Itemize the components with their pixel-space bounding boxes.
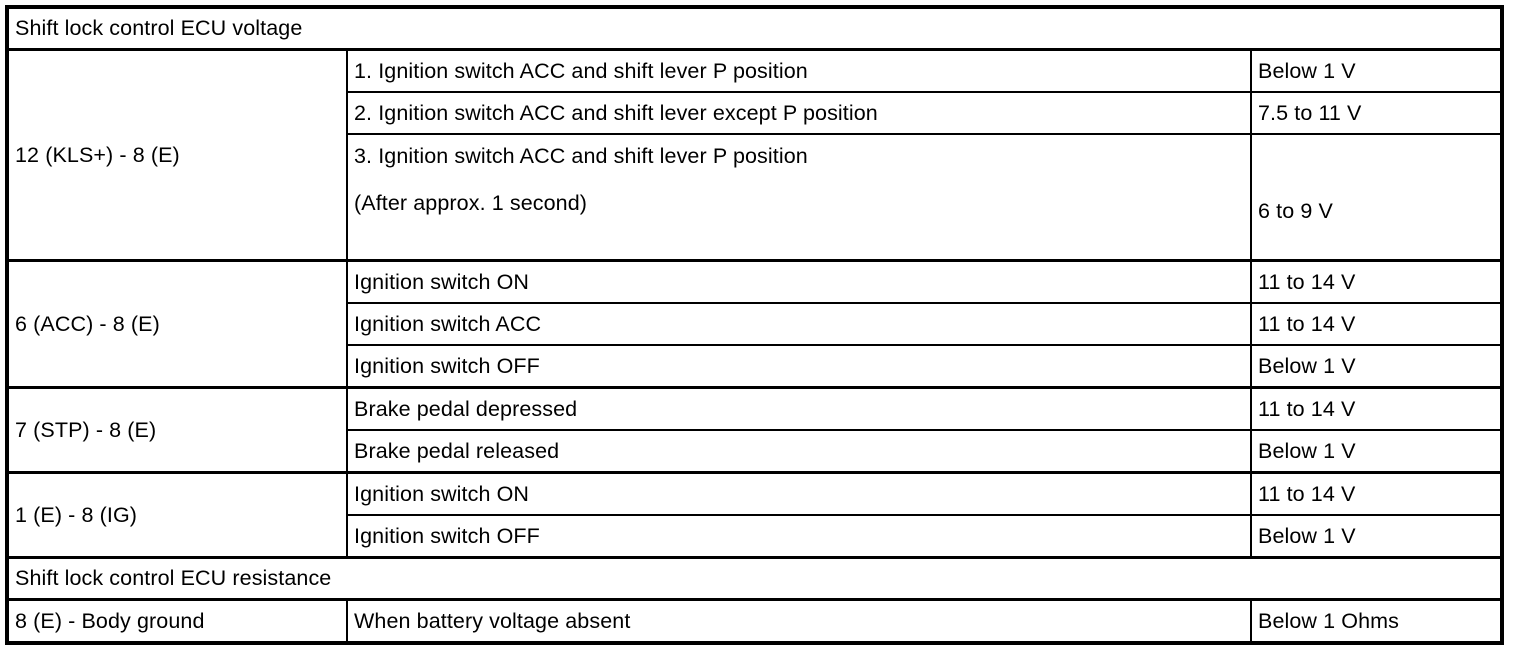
table-row: 2. Ignition switch ACC and shift lever e…: [7, 91, 1504, 135]
value-cell: 6 to 9 V: [1249, 133, 1504, 262]
value-cell: Below 1 V: [1249, 48, 1504, 93]
table-row: 12 (KLS+) - 8 (E)1. Ignition switch ACC …: [6, 48, 1504, 262]
condition-cell: Ignition switch ACC: [346, 302, 1252, 346]
condition-cell: 3. Ignition switch ACC and shift lever P…: [346, 133, 1252, 262]
condition-cell: Brake pedal depressed: [346, 386, 1252, 431]
section-banner: Shift lock control ECU resistance: [5, 556, 1504, 601]
value-cell: 11 to 14 V: [1249, 302, 1504, 346]
condition-cell: 1. Ignition switch ACC and shift lever P…: [346, 48, 1252, 93]
terminal-cell: 7 (STP) - 8 (E): [6, 386, 348, 474]
condition-cell: Ignition switch OFF: [346, 344, 1252, 389]
section-banner: Shift lock control ECU voltage: [5, 5, 1504, 51]
condition-cell: Ignition switch ON: [346, 259, 1252, 304]
value-cell: 7.5 to 11 V: [1249, 91, 1504, 135]
value-cell: 11 to 14 V: [1249, 471, 1504, 516]
condition-cell: Ignition switch ON: [346, 471, 1252, 516]
condition-cell: Brake pedal released: [346, 429, 1252, 474]
section-banner-row: Shift lock control ECU resistance: [5, 556, 1504, 601]
value-cell: 11 to 14 V: [1249, 259, 1504, 304]
value-cell: Below 1 Ohms: [1249, 598, 1504, 644]
value-cell: Below 1 V: [1249, 514, 1504, 559]
condition-cell: 2. Ignition switch ACC and shift lever e…: [346, 91, 1252, 135]
table-row: 3. Ignition switch ACC and shift lever P…: [7, 133, 1504, 262]
value-cell: Below 1 V: [1249, 429, 1504, 474]
condition-cell: When battery voltage absent: [346, 598, 1252, 644]
condition-line-note: (After approx. 1 second): [354, 190, 588, 215]
terminal-cell: 1 (E) - 8 (IG): [6, 471, 348, 559]
condition-line-spacer: [354, 169, 1244, 191]
terminal-cell: 6 (ACC) - 8 (E): [6, 259, 348, 389]
condition-cell: Ignition switch OFF: [346, 514, 1252, 559]
value-cell: 11 to 14 V: [1249, 386, 1504, 431]
terminal-cell: 12 (KLS+) - 8 (E): [6, 48, 348, 262]
value-cell: Below 1 V: [1249, 344, 1504, 389]
section-banner-row: Shift lock control ECU voltage: [5, 5, 1504, 51]
condition-line-primary: 3. Ignition switch ACC and shift lever P…: [354, 144, 808, 168]
terminal-cell: 8 (E) - Body ground: [6, 598, 348, 644]
